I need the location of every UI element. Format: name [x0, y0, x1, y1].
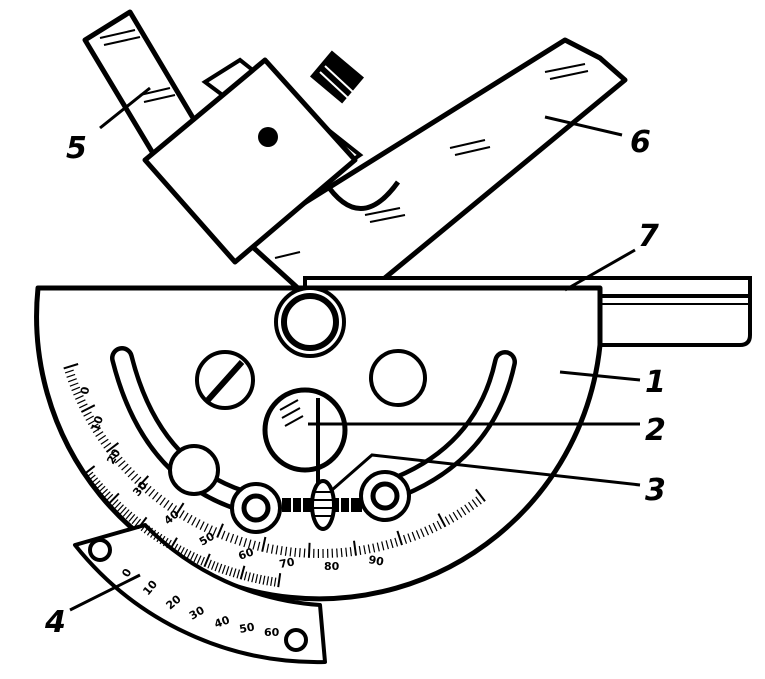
main-scale-label: 80: [324, 560, 340, 573]
main-scale-label: 70: [278, 555, 296, 571]
main-scale-label: 90: [367, 553, 385, 569]
vernier-label: 60: [264, 626, 280, 639]
callout-6: 6: [630, 125, 651, 160]
scale-tick: [337, 549, 338, 558]
scale-tick: [300, 548, 301, 557]
scale-tick: [309, 543, 310, 558]
scale-tick: [304, 549, 305, 558]
callout-1: 1: [645, 365, 666, 400]
callout-7: 7: [638, 219, 659, 254]
callout-3: 3: [645, 473, 666, 508]
callout-5: 5: [66, 131, 87, 166]
vernier-label: 50: [238, 620, 256, 636]
scale-tick: [341, 548, 342, 557]
callout-4: 4: [44, 605, 66, 640]
callout-2: 2: [645, 413, 666, 448]
